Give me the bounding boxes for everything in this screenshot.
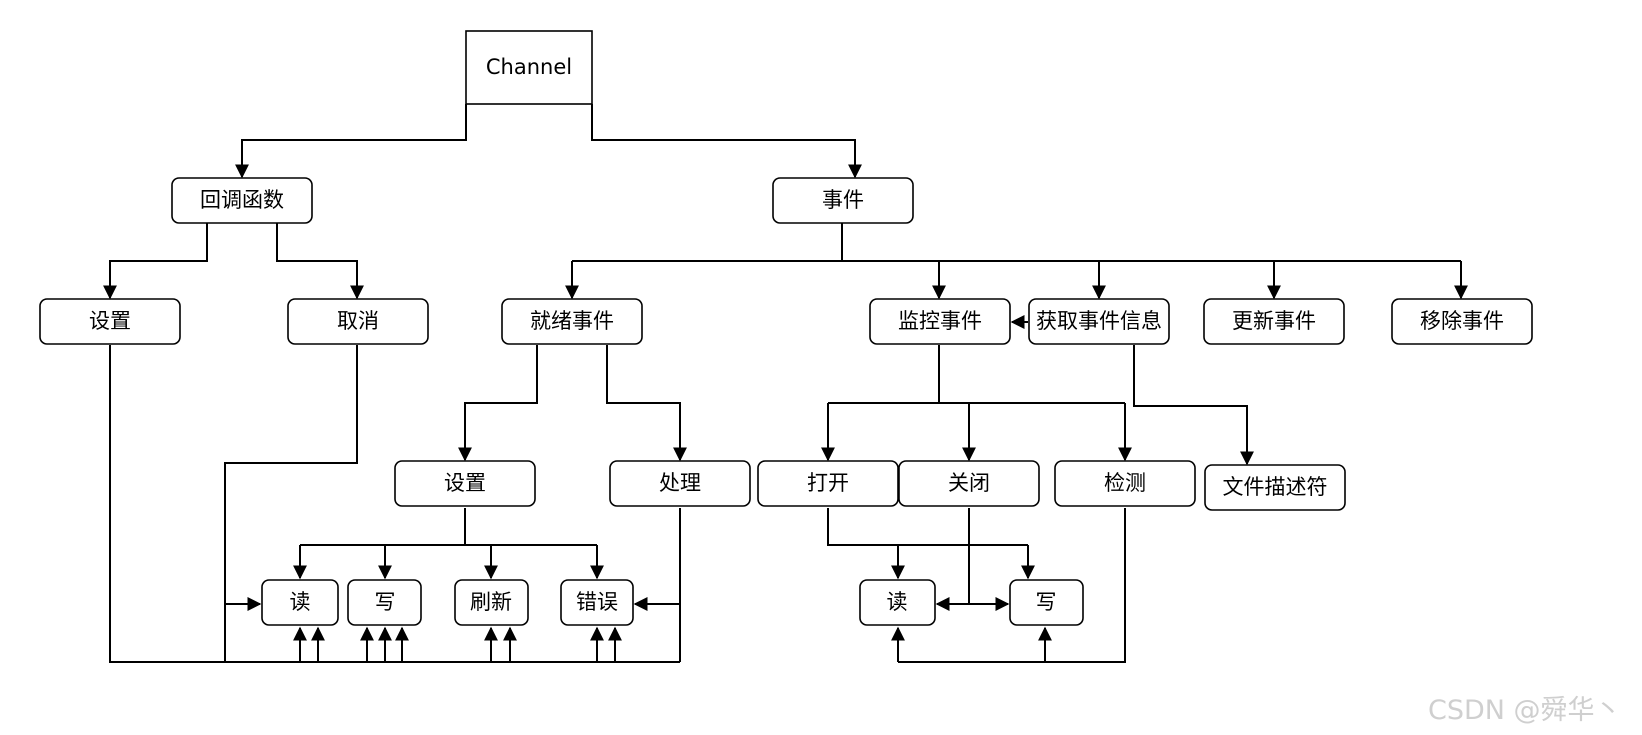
edge-ready-set — [458, 345, 538, 462]
node-label: 设置 — [444, 471, 486, 495]
edge-events-bus — [572, 223, 1461, 262]
node-get-event-info[interactable]: 获取事件信息 — [1028, 298, 1170, 345]
node-left-error[interactable]: 错误 — [560, 579, 634, 626]
edge-getinfo-fd — [1133, 345, 1254, 466]
node-label: 关闭 — [948, 471, 990, 495]
node-label: 事件 — [822, 188, 864, 212]
node-label: 更新事件 — [1232, 309, 1316, 333]
node-events[interactable]: 事件 — [772, 177, 914, 224]
node-right-write[interactable]: 写 — [1009, 579, 1084, 626]
node-label: 移除事件 — [1420, 309, 1504, 333]
node-label: 打开 — [807, 471, 849, 495]
node-label: 取消 — [337, 309, 379, 333]
node-callback-cancel[interactable]: 取消 — [287, 298, 429, 345]
node-label: 错误 — [576, 590, 618, 614]
edge-channel-callback — [235, 104, 467, 179]
node-label: 就绪事件 — [530, 309, 614, 333]
node-label: 读 — [290, 590, 311, 614]
node-label: Channel — [486, 55, 572, 79]
node-callback-set[interactable]: 设置 — [39, 298, 181, 345]
node-monitor-event[interactable]: 监控事件 — [869, 298, 1011, 345]
node-label: 检测 — [1104, 471, 1146, 495]
node-label: 获取事件信息 — [1036, 309, 1162, 333]
node-left-write[interactable]: 写 — [347, 579, 422, 626]
edge-readyset-bus — [300, 508, 597, 546]
node-update-event[interactable]: 更新事件 — [1203, 298, 1345, 345]
edge-channel-events — [591, 104, 862, 179]
node-ready-handle[interactable]: 处理 — [609, 460, 751, 507]
edge-open-bus — [827, 508, 1028, 546]
node-left-refresh[interactable]: 刷新 — [454, 579, 529, 626]
node-label: 写 — [375, 590, 396, 614]
node-open[interactable]: 打开 — [757, 460, 899, 507]
edge-monitor-bus — [828, 345, 1125, 404]
edge-ready-handle — [606, 345, 687, 462]
node-label: 处理 — [659, 471, 701, 495]
node-label: 文件描述符 — [1223, 475, 1328, 499]
node-label: 设置 — [89, 309, 131, 333]
edge-callback-set — [103, 223, 208, 300]
node-callback[interactable]: 回调函数 — [171, 177, 313, 224]
node-right-read[interactable]: 读 — [859, 579, 936, 626]
node-label: 读 — [887, 590, 908, 614]
node-channel[interactable]: Channel — [465, 30, 593, 105]
node-label: 刷新 — [470, 590, 512, 614]
node-file-descriptor[interactable]: 文件描述符 — [1204, 464, 1346, 511]
node-close[interactable]: 关闭 — [898, 460, 1040, 507]
edge-detect-bus — [898, 508, 1126, 663]
edge-cancel-read — [224, 345, 358, 662]
node-label: 回调函数 — [200, 188, 284, 212]
watermark-text: CSDN @舜华丶 — [1428, 695, 1622, 726]
edge-callback-cancel — [276, 223, 364, 300]
node-label: 写 — [1036, 590, 1057, 614]
node-remove-event[interactable]: 移除事件 — [1391, 298, 1533, 345]
node-ready-event[interactable]: 就绪事件 — [501, 298, 643, 345]
edges — [103, 104, 1468, 663]
node-left-read[interactable]: 读 — [261, 579, 339, 626]
node-ready-set[interactable]: 设置 — [394, 460, 536, 507]
node-detect[interactable]: 检测 — [1054, 460, 1196, 507]
node-label: 监控事件 — [898, 309, 982, 333]
edge-handle-error — [635, 508, 681, 662]
